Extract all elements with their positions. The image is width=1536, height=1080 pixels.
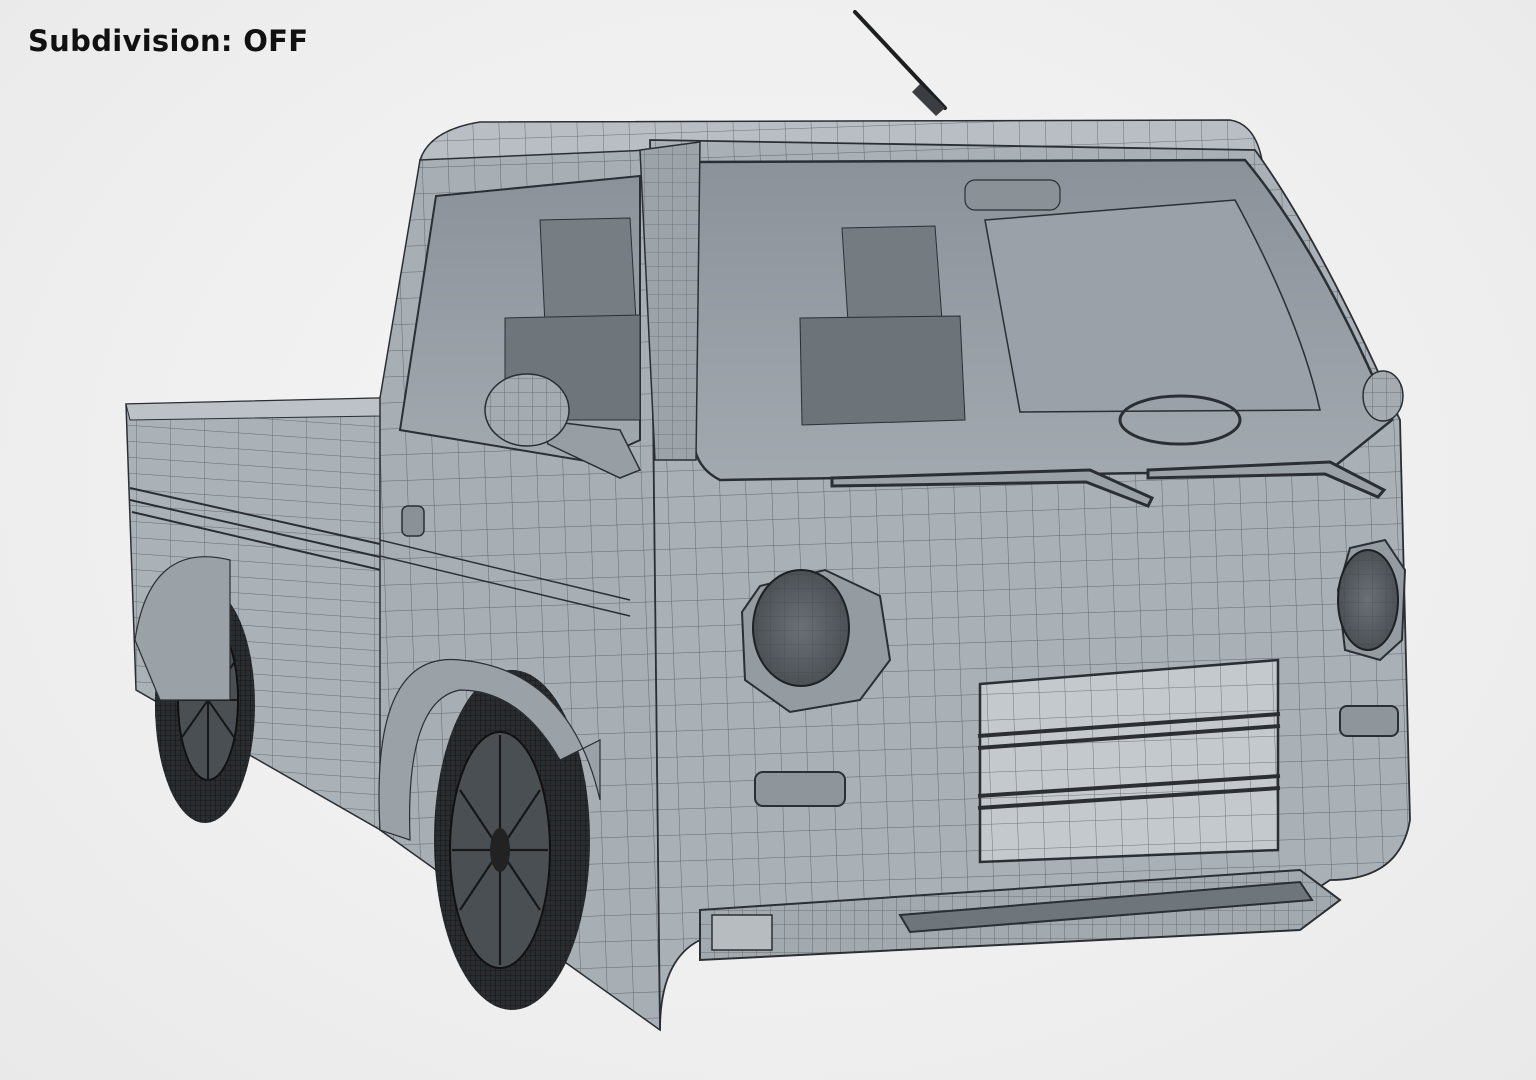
headlight-left: [740, 568, 892, 714]
antenna: [853, 10, 947, 110]
front-wheel-arch: [378, 658, 601, 841]
front-wheel: [434, 670, 590, 1010]
headlight-right: [1336, 538, 1407, 662]
wipers: [830, 460, 1387, 508]
turn-signal-right: [1339, 705, 1399, 737]
rear-wheel-arch: [134, 556, 231, 701]
front-bumper: [699, 868, 1342, 962]
door-handle: [401, 505, 425, 537]
subdivision-label: Subdivision:: [28, 24, 233, 58]
steering-wheel: [1118, 394, 1242, 446]
left-side-mirror: [484, 373, 642, 479]
grille: [977, 658, 1281, 864]
turn-signal-left: [754, 771, 846, 807]
windshield: [688, 158, 1394, 482]
cargo-bed: [125, 397, 631, 834]
subdivision-value: OFF: [243, 24, 309, 58]
right-side-mirror: [1362, 370, 1404, 422]
rearview-mirror: [964, 179, 1061, 211]
subdivision-status: Subdivision: OFF: [28, 24, 308, 58]
bumper-lower-vent: [898, 880, 1314, 934]
